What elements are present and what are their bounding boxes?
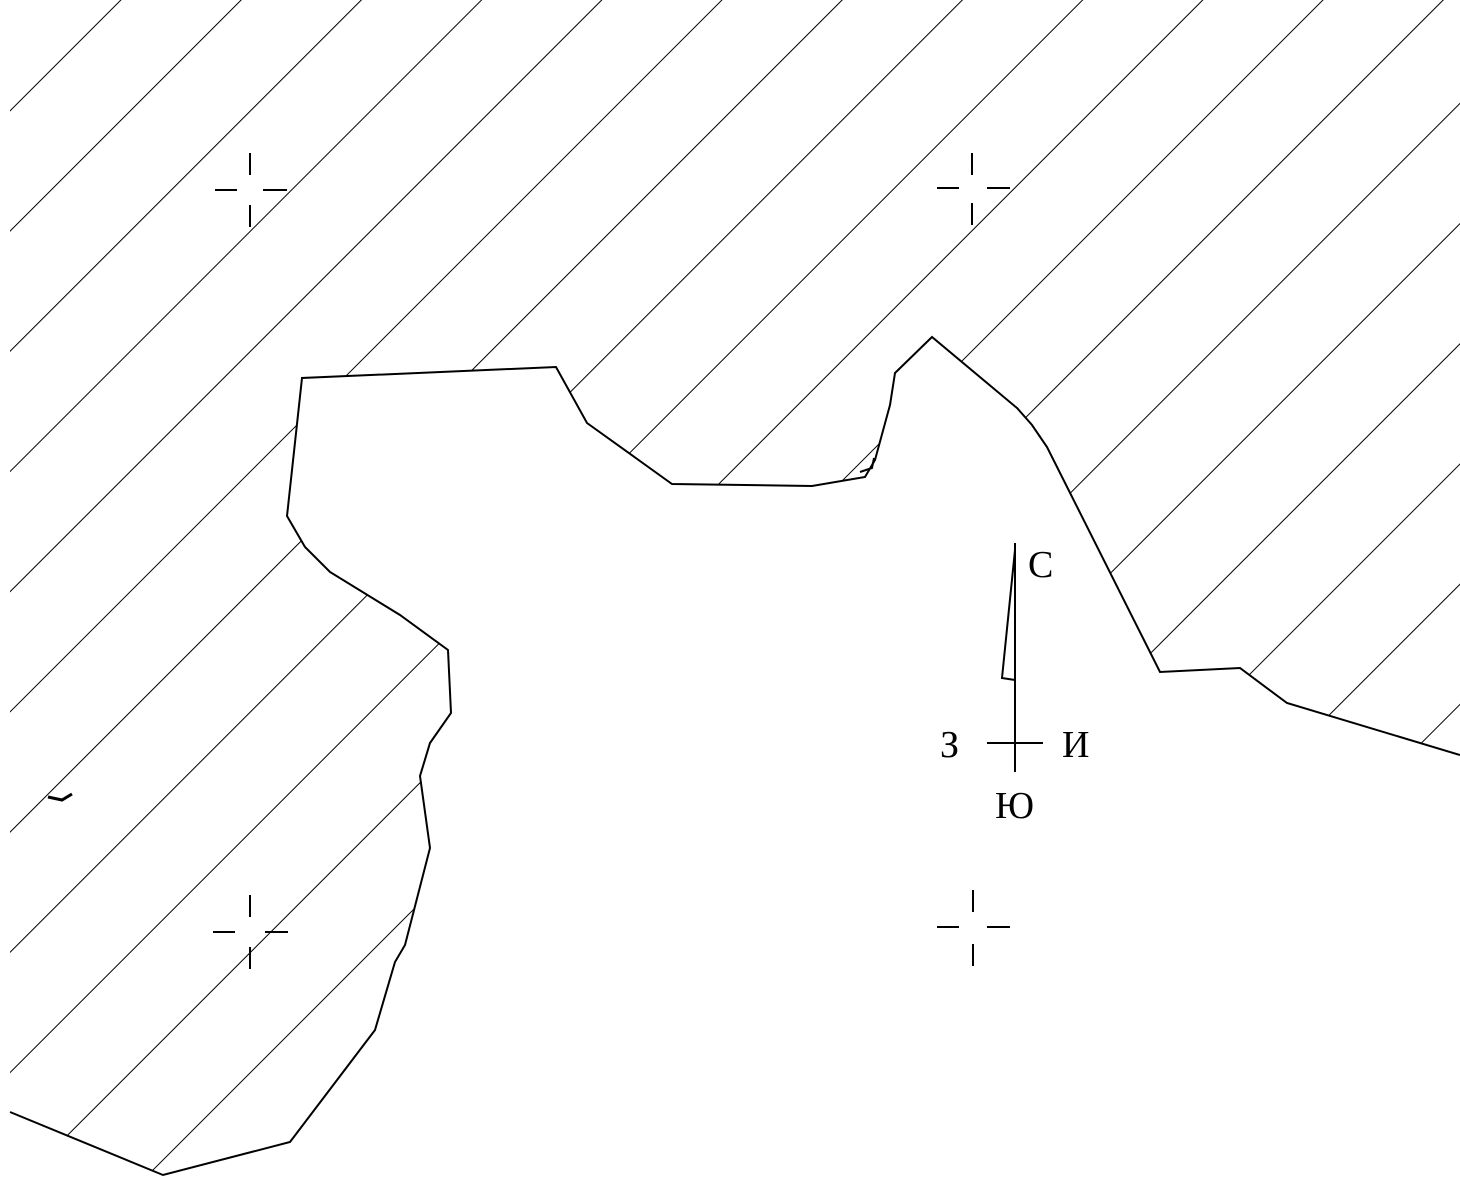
hatched-region — [10, 0, 1460, 1175]
grid-marker-top-left — [215, 153, 287, 227]
grid-marker-top-right — [937, 153, 1010, 225]
compass-north-label: С — [1028, 544, 1053, 586]
compass: С З И Ю — [940, 543, 1089, 827]
compass-west-label: З — [940, 724, 959, 766]
north-arrow-icon — [1000, 549, 1016, 681]
parcel-boundary — [9, 335, 1460, 1177]
left-edge-tick — [47, 792, 73, 802]
compass-east-label: И — [1062, 724, 1089, 766]
grid-marker-bottom-left — [213, 895, 288, 969]
compass-south-label: Ю — [995, 785, 1034, 827]
boundary-notch — [859, 457, 875, 473]
grid-marker-bottom-right — [937, 890, 1010, 966]
